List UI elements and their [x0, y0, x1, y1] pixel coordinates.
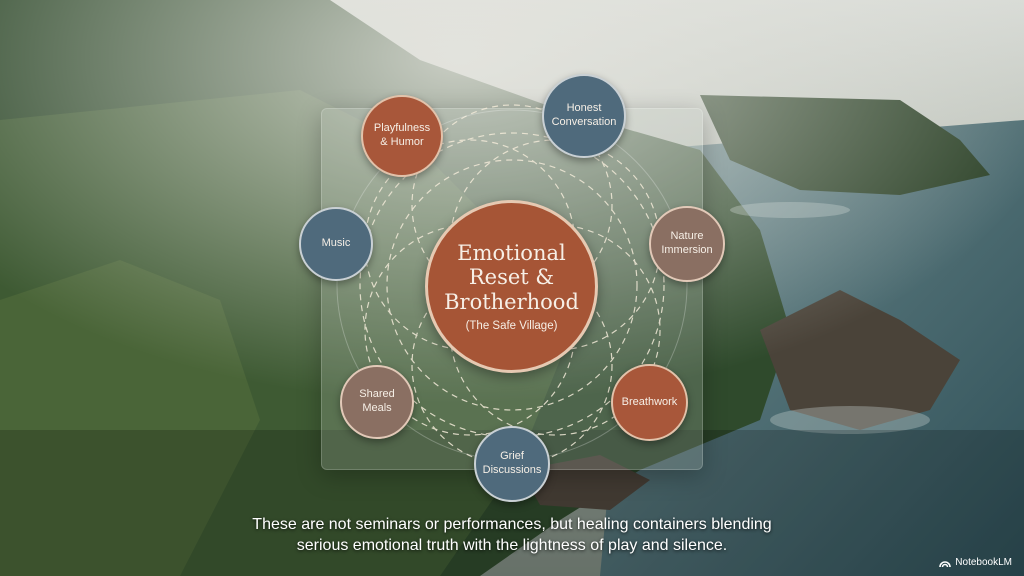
- caption-line-2: serious emotional truth with the lightne…: [0, 535, 1024, 556]
- caption-line-1: These are not seminars or performances, …: [0, 514, 1024, 535]
- node-honest-conversation: Honest Conversation: [542, 74, 626, 158]
- caption: These are not seminars or performances, …: [0, 514, 1024, 556]
- central-theme-title: Emotional Reset & Brotherhood: [444, 241, 579, 313]
- notebooklm-logo-icon: [939, 558, 951, 568]
- node-nature-immersion: Nature Immersion: [649, 206, 725, 282]
- notebooklm-watermark: NotebookLM: [939, 557, 1012, 568]
- node-breathwork: Breathwork: [611, 364, 688, 441]
- brand-label: NotebookLM: [955, 557, 1012, 568]
- node-playfulness-humor: Playfulness & Humor: [361, 95, 443, 177]
- node-grief-discussions: Grief Discussions: [474, 426, 550, 502]
- central-theme-subtitle: (The Safe Village): [466, 320, 558, 332]
- node-shared-meals: Shared Meals: [340, 365, 414, 439]
- node-music: Music: [299, 207, 373, 281]
- central-theme-circle: Emotional Reset & Brotherhood (The Safe …: [425, 200, 598, 373]
